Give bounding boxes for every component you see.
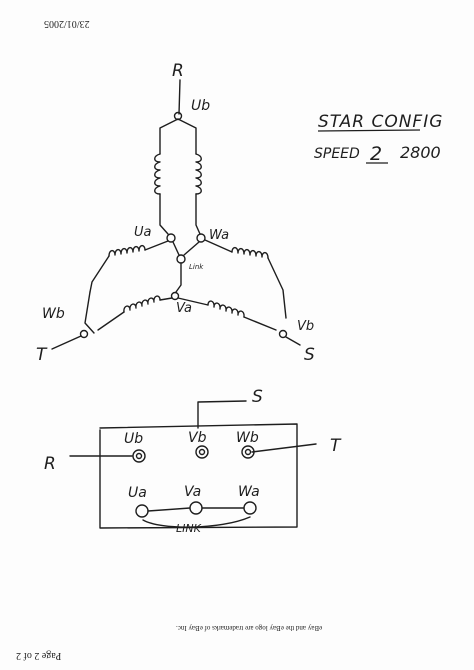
box-terminal-wb-core [244,448,252,456]
box-terminal-ub-core [135,452,143,460]
wb-bridge [84,291,95,334]
terminal-box [99,423,298,529]
ub-right-lead [177,118,197,155]
coil-left-lower [123,295,161,313]
link-to-va [175,262,182,293]
star-label-r: R [172,61,184,81]
star-label-ua: Ua [134,225,152,240]
box-label-link: LINK [176,522,202,535]
coil-left-upper-tail [89,255,110,293]
terminal-vb-dot [278,329,288,339]
va-right-lead [177,297,209,306]
terminal-wb-dot [79,329,89,339]
star-label-s: S [304,345,315,365]
link-jumpers [172,241,200,256]
star-label-va: Va [176,301,192,316]
box-label-s: S [252,387,263,407]
note-underline [317,129,421,132]
wa-lead [204,239,233,253]
note-speed-prefix: SPEED [314,146,360,162]
box-terminal-wa [243,501,257,515]
box-label-wb: Wb [236,430,259,446]
coil-right-lower-tail [243,316,277,331]
va-left-lead [159,297,173,301]
coil-left-lower-tail [97,311,125,331]
box-terminal-ub [132,449,146,463]
terminal-va-dot [170,291,180,301]
note-speed-number: 2 [370,143,382,165]
star-label-vb: Vb [297,319,314,334]
box-terminal-vb [195,445,209,459]
box-terminal-vb-core [198,448,206,456]
box-label-vb: Vb [188,430,207,446]
terminal-ua-dot [166,233,176,243]
lead-s-box [197,400,247,429]
coil-right-upper [231,246,269,259]
star-label-wa: Wa [209,228,229,243]
box-terminal-ua [135,504,149,518]
box-link-underline [142,516,251,528]
link-node [176,254,186,264]
box-terminal-va [189,501,203,515]
lead-s [285,336,301,346]
note-star-config: STAR CONFIG [318,112,443,132]
coil-top-left-tail [159,193,169,235]
terminal-wa-dot [196,233,206,243]
box-label-t: T [330,436,342,456]
box-terminal-wb [241,445,255,459]
lead-r [178,79,181,115]
coil-right-lower [207,300,245,318]
box-label-ua: Ua [128,485,147,501]
coil-left-upper [108,244,146,257]
coil-right-upper-tail [267,257,287,319]
ub-left-lead [159,118,179,155]
coil-top-right-tail [195,193,201,235]
coil-top-left [154,153,161,195]
star-label-wb: Wb [42,306,65,322]
star-label-ub: Ub [191,98,210,114]
box-label-r: R [44,454,56,474]
box-link-bar [147,507,245,512]
box-label-ub: Ub [124,431,143,447]
ua-lead [144,240,169,251]
coil-top-right [195,153,202,195]
note-speed-rpm: 2800 [400,143,441,162]
lead-t [51,335,82,350]
lead-t-box [251,443,317,453]
star-label-link: Link [189,263,204,271]
box-label-va: Va [184,484,201,500]
box-label-wa: Wa [238,484,260,500]
star-label-t: T [36,345,48,365]
